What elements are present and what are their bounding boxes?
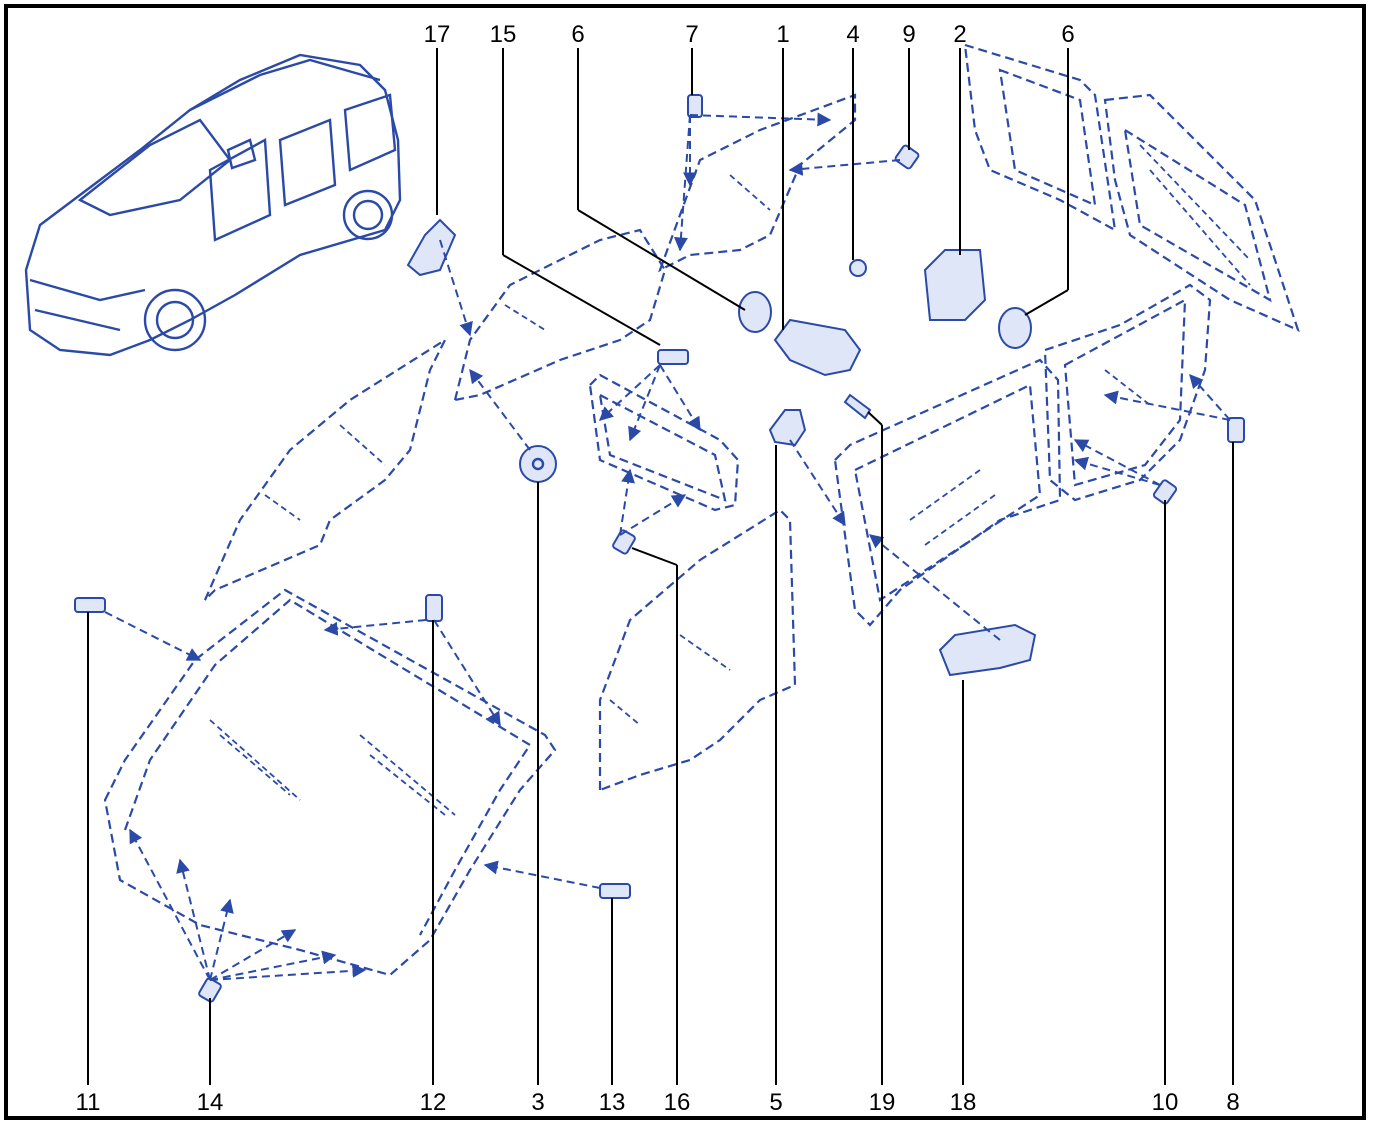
- bracket-17: [406, 218, 457, 277]
- front-door-glass: [203, 336, 448, 601]
- part-label-7: 7: [685, 21, 698, 48]
- vehicle-illustration: [24, 53, 402, 357]
- screw-19: [843, 393, 872, 420]
- clip-14: [198, 977, 222, 1003]
- top-part-labels: 17 15 6 7 1 4 9 2 6: [424, 21, 1075, 48]
- leader-lines: [87, 48, 1234, 1085]
- clip-12: [425, 594, 443, 622]
- part-label-3: 3: [531, 1089, 544, 1116]
- part-label-1: 1: [776, 21, 789, 48]
- part-label-18: 18: [950, 1089, 977, 1116]
- clip-15: [657, 349, 689, 365]
- part-label-5: 5: [769, 1089, 782, 1116]
- part-label-16: 16: [664, 1089, 691, 1116]
- lock-2: [923, 249, 987, 321]
- right-side-glass: [833, 358, 1062, 627]
- fittings: [74, 94, 1245, 1003]
- clip-10: [1152, 479, 1178, 505]
- right-quarter-glass: [1043, 283, 1212, 502]
- bracket-18: [938, 623, 1037, 677]
- bottom-part-labels: 11 14 12 3 13 16 5 19 18 10 8: [76, 1089, 1240, 1116]
- sliding-door-glass: [453, 228, 667, 402]
- part-label-9: 9: [902, 21, 915, 48]
- hinge-1: [773, 318, 862, 377]
- part-label-10: 10: [1152, 1089, 1179, 1116]
- quarter-glass: [588, 373, 740, 512]
- clip-8: [1227, 417, 1245, 443]
- part-label-4: 4: [846, 21, 859, 48]
- clip-9: [894, 144, 920, 170]
- part-label-8: 8: [1226, 1089, 1239, 1116]
- rear-door-glass: [598, 508, 797, 792]
- part-label-17: 17: [424, 21, 451, 48]
- part-label-14: 14: [197, 1089, 224, 1116]
- part-label-12: 12: [420, 1089, 447, 1116]
- rear-side-glass-upper: [658, 93, 857, 273]
- buffer-5: [768, 409, 807, 447]
- grommet-6-right: [998, 307, 1032, 349]
- part-label-6-left: 6: [571, 21, 584, 48]
- washer-3: [519, 445, 557, 483]
- clip-11: [74, 597, 106, 613]
- assembly-arrows: [104, 112, 1231, 981]
- rear-windows: [963, 43, 1300, 333]
- clip-16: [612, 529, 636, 555]
- part-label-15: 15: [490, 21, 517, 48]
- part-label-19: 19: [869, 1089, 896, 1116]
- part-label-13: 13: [599, 1089, 626, 1116]
- part-label-11: 11: [76, 1089, 101, 1116]
- part-label-2: 2: [953, 21, 966, 48]
- grommet-6-left: [738, 291, 772, 333]
- diagram-frame: [4, 4, 1366, 1120]
- clip-13: [599, 883, 631, 899]
- screw-4: [849, 259, 867, 277]
- clip-7: [687, 94, 703, 118]
- part-label-6-right: 6: [1061, 21, 1074, 48]
- windscreen-glass: [103, 588, 557, 977]
